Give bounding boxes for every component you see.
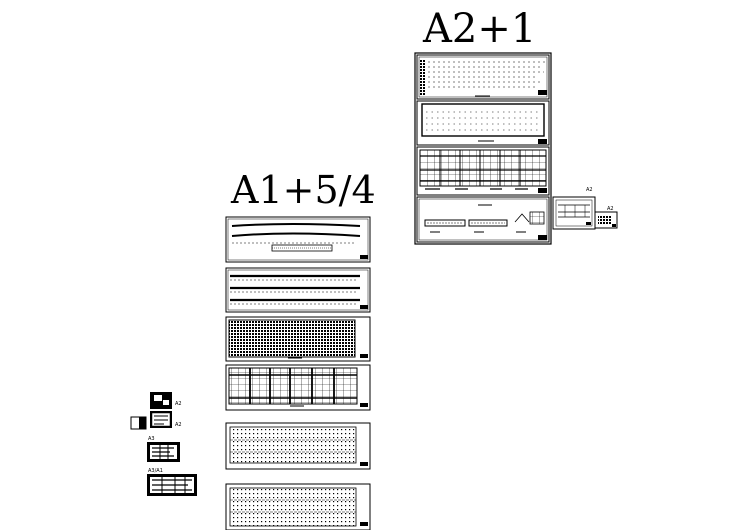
- sheet-a1-4: [225, 364, 371, 411]
- thumb-a3a1-label: A3/A1: [148, 468, 163, 474]
- group-title-a2: A2+1: [422, 6, 536, 52]
- sheet-a2-2: [416, 100, 550, 146]
- thumb-a2-1: A2: [150, 392, 182, 409]
- sheet-a1-1: [225, 216, 371, 263]
- thumb-a3: A3: [147, 436, 180, 462]
- sheet-a1-6: [225, 483, 371, 530]
- sheet-a1-3: [225, 316, 371, 362]
- small-sheet-a2-1-label: A2: [586, 187, 593, 193]
- thumb-a3-label: A3: [148, 436, 155, 442]
- sheet-a2-4: [416, 196, 550, 243]
- thumb-a2-2: A2: [150, 411, 182, 428]
- thumb-a3a1: A3/A1: [147, 468, 197, 496]
- thumb-blank-sheet: [130, 416, 147, 430]
- small-sheet-a2-2-label: A2: [607, 206, 614, 212]
- group-title-a1: A1+5/4: [230, 168, 376, 212]
- sheet-a1-2: [225, 267, 371, 313]
- thumb-a2-2-label: A2: [175, 422, 182, 428]
- sheet-set-a1: [225, 216, 371, 530]
- sheet-set-a2: [414, 52, 552, 245]
- sheet-a1-5: [225, 422, 371, 470]
- sheet-a2-1: [416, 54, 550, 100]
- thumb-a2-1-label: A2: [175, 401, 182, 407]
- small-sheet-a2-2: A2: [594, 206, 618, 229]
- sheet-a2-3: [416, 146, 550, 196]
- small-sheet-a2-1: A2: [552, 187, 596, 230]
